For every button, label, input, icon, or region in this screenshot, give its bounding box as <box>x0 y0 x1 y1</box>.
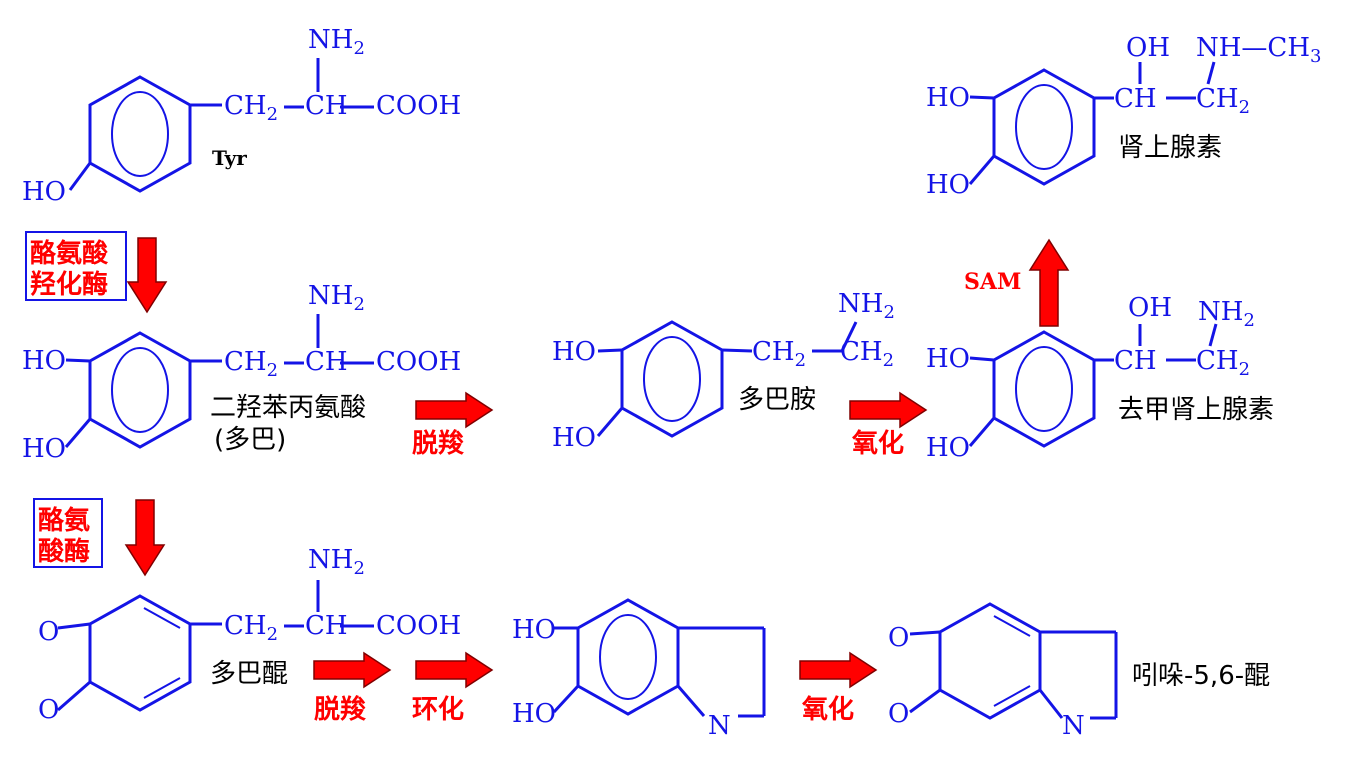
epinephrine-ho-1: HO <box>926 83 970 113</box>
tyr-ch2: CH2 <box>224 91 278 125</box>
norepinephrine-structure <box>968 323 1218 448</box>
dopa-cooh: COOH <box>376 347 461 377</box>
norepinephrine-ch: CH <box>1114 346 1157 376</box>
enzyme-box-tyrosine-hydroxylase <box>25 231 127 301</box>
tyr-cooh: COOH <box>376 91 461 121</box>
tyr-label: Tyr <box>212 146 247 170</box>
epinephrine-structure <box>968 61 1216 186</box>
tyr-ch: CH <box>305 91 348 121</box>
dopa-ch: CH <box>305 347 348 377</box>
dihydroxyindoline-structure <box>552 598 766 718</box>
dopa-structure <box>64 314 374 449</box>
dopa-ho-1: HO <box>22 346 66 376</box>
reaction-oxidation-2: 氧化 <box>801 695 854 725</box>
norepinephrine-label: 去甲肾上腺素 <box>1118 395 1274 425</box>
dopa-nh2: NH2 <box>308 281 365 315</box>
dihydroxyindoline-ho-2: HO <box>512 699 556 729</box>
enzyme-tyrosinase-line2: 酸酶 <box>38 537 90 567</box>
epinephrine-ho-2: HO <box>926 170 970 200</box>
arrow-decarboxylation-1 <box>415 391 494 429</box>
dopa-label-line2: (多巴) <box>214 425 286 455</box>
dihydroxyindoline-ho-1: HO <box>512 615 556 645</box>
norepinephrine-ho-2: HO <box>926 433 970 463</box>
enzyme-tyrosinase-line1: 酪氨 <box>38 505 90 536</box>
indole-quinone-structure <box>909 602 1118 720</box>
dopamine-ho-1: HO <box>552 337 596 367</box>
dopa-label-line1: 二羟苯丙氨酸 <box>210 393 366 423</box>
dihydroxyindoline-n: N <box>708 711 731 741</box>
arrow-cyclization <box>415 651 494 689</box>
arrow-down-tyrosinase <box>124 499 166 577</box>
indole-quinone-o-1: O <box>888 623 909 653</box>
tyr-ho: HO <box>22 177 66 207</box>
reaction-decarboxylation-2: 脱羧 <box>314 694 366 725</box>
enzyme-tyrosine-hydroxylase-line1: 酪氨酸 <box>30 238 109 269</box>
dopaquinone-cooh: COOH <box>376 611 461 641</box>
arrow-up-methylation <box>1028 238 1070 327</box>
dopamine-nh2: NH2 <box>838 289 895 323</box>
norepinephrine-ch2: CH2 <box>1196 346 1250 380</box>
dopamine-ch2-2: CH2 <box>840 337 894 371</box>
dopa-ch2: CH2 <box>224 347 278 381</box>
dopaquinone-ch2: CH2 <box>224 611 278 645</box>
reaction-sam: SAM <box>964 269 1021 295</box>
dopamine-label: 多巴胺 <box>738 385 816 415</box>
reaction-decarboxylation-1: 脱羧 <box>412 428 464 459</box>
dopaquinone-structure <box>57 580 374 712</box>
indole-quinone-label: 吲哚-5,6-醌 <box>1132 661 1270 691</box>
dopa-ho-2: HO <box>22 434 66 464</box>
arrow-down-hydroxylation <box>126 237 168 314</box>
norepinephrine-nh2: NH2 <box>1198 297 1255 331</box>
epinephrine-nh-ch3: NH—CH3 <box>1196 33 1321 67</box>
reaction-oxidation-1: 氧化 <box>851 429 904 459</box>
tyrosine-structure <box>68 58 374 193</box>
indole-quinone-n: N <box>1062 711 1085 741</box>
enzyme-box-tyrosinase <box>33 498 103 568</box>
epinephrine-oh: OH <box>1126 33 1170 63</box>
epinephrine-ch: CH <box>1114 84 1157 114</box>
indole-quinone-o-2: O <box>888 699 909 729</box>
epinephrine-label: 肾上腺素 <box>1118 133 1222 163</box>
dopaquinone-ch: CH <box>305 611 348 641</box>
norepinephrine-ho-1: HO <box>926 344 970 374</box>
dopaquinone-label: 多巴醌 <box>210 659 288 689</box>
dopaquinone-o-1: O <box>38 617 59 647</box>
arrow-oxidation-1 <box>849 391 928 429</box>
arrow-decarboxylation-2 <box>313 651 392 689</box>
dopamine-ch2-1: CH2 <box>752 337 806 371</box>
dopamine-ho-2: HO <box>552 423 596 453</box>
epinephrine-ch2: CH2 <box>1196 84 1250 118</box>
dopaquinone-nh2: NH2 <box>308 545 365 579</box>
tyr-nh2: NH2 <box>308 25 365 59</box>
norepinephrine-oh: OH <box>1128 293 1172 323</box>
dopamine-structure <box>596 320 858 438</box>
dopaquinone-o-2: O <box>38 695 59 725</box>
enzyme-tyrosine-hydroxylase-line2: 羟化酶 <box>30 269 108 300</box>
arrow-oxidation-2 <box>799 651 878 689</box>
reaction-cyclization: 环化 <box>412 695 464 725</box>
